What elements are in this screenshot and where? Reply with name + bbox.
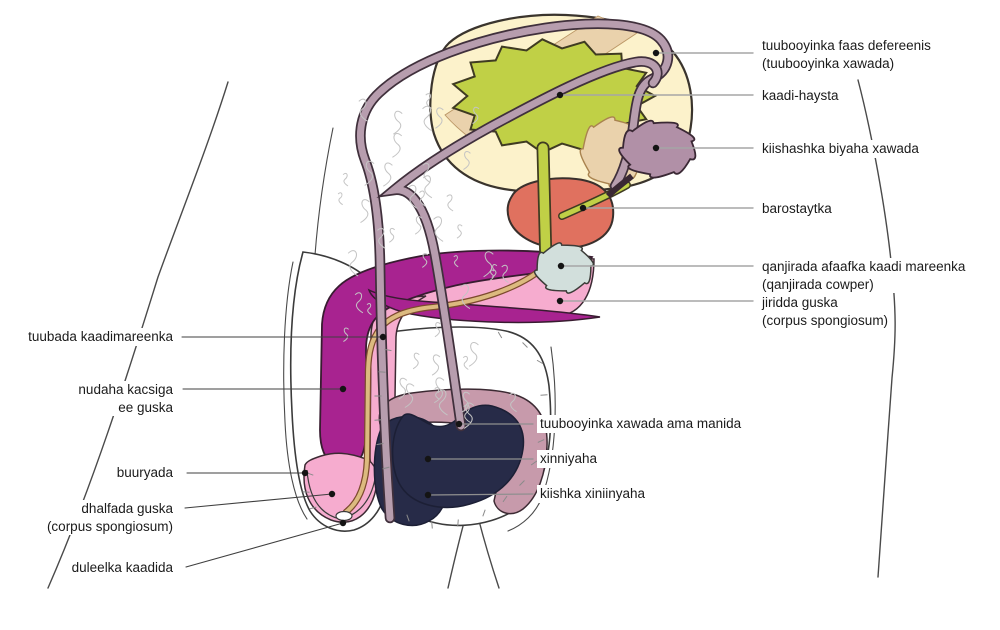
label-line: duleelka kaadida — [71, 560, 173, 575]
dot-testis — [424, 455, 432, 463]
label-line: (corpus spongiosum) — [762, 312, 889, 328]
dot-vas-deferens — [652, 49, 660, 57]
label-cowper: qanjirada afaafka kaadi mareenka (qanjir… — [759, 258, 969, 293]
label-seminal-vesicle: kiishashka biyaha xawada — [759, 140, 922, 158]
dot-seminal-vesicle — [652, 144, 660, 152]
leader-dots — [301, 49, 660, 527]
leader-urethral-opening — [185, 522, 344, 568]
label-urethra: tuubada kaadimareenka — [25, 328, 176, 346]
leader-glans — [184, 493, 333, 509]
cowper-gland — [533, 242, 595, 294]
shaft-outer-skin-line — [283, 261, 308, 520]
label-line: kiishka xiniinyaha — [540, 486, 646, 501]
label-line: (corpus spongiosum) — [46, 518, 173, 534]
label-line: nudaha kacsiga — [78, 382, 173, 397]
vas-deferens2-fill — [382, 58, 661, 430]
label-prostate: barostaytka — [759, 200, 835, 218]
leader-lines — [181, 52, 754, 568]
testis-right — [391, 404, 525, 509]
label-urethral-opening: duleelka kaadida — [68, 559, 176, 577]
label-testis: xinniyaha — [537, 450, 601, 468]
label-line: tuubooyinka xawada ama manida — [540, 416, 742, 431]
pubic-hair — [337, 93, 517, 429]
inner-thigh-right-line — [477, 516, 500, 589]
label-line: xinniyaha — [540, 451, 598, 466]
urethra-stem — [538, 143, 551, 269]
vas-deferens-fill — [356, 20, 672, 522]
dot-urethral-opening — [339, 519, 347, 527]
dot-prostate — [579, 204, 587, 212]
dot-scrotum — [424, 491, 432, 499]
label-line: tuubooyinka faas defereenis — [762, 38, 931, 53]
dot-foreskin — [301, 469, 309, 477]
skin-hatch-ticks — [302, 331, 549, 529]
cavernosum-lower-wedge — [367, 288, 601, 324]
urethral-opening — [335, 510, 353, 522]
label-line: dhalfada guska — [81, 501, 173, 516]
label-line: jiridda guska — [762, 295, 838, 310]
dot-urethra — [379, 333, 387, 341]
dot-cowper — [557, 262, 565, 270]
vas-deferens-tubes — [355, 18, 674, 524]
dot-bladder — [556, 91, 564, 99]
label-bladder: kaadi-haysta — [759, 87, 842, 105]
label-line: buuryada — [116, 465, 173, 480]
label-scrotum: kiishka xiniinyaha — [537, 485, 649, 503]
label-line: tuubada kaadimareenka — [28, 329, 173, 344]
label-glans: dhalfada guska (corpus spongiosum) — [43, 500, 176, 535]
dot-glans — [328, 490, 336, 498]
dot-erectile — [339, 385, 347, 393]
label-line: (qanjirada cowper) — [762, 276, 874, 292]
seminal-vesicle-neck — [605, 173, 634, 199]
label-sperm-duct: tuubooyinka xawada ama manida — [537, 415, 745, 433]
dot-sperm-duct — [455, 420, 463, 428]
dot-spongiosum-root — [556, 297, 564, 305]
label-line: barostaytka — [762, 201, 832, 216]
label-line: kiishashka biyaha xawada — [762, 141, 919, 156]
label-line: ee guska — [118, 399, 173, 415]
label-foreskin: buuryada — [113, 464, 176, 482]
label-spongiosum-root: jiridda guska (corpus spongiosum) — [759, 294, 892, 329]
label-line: kaadi-haysta — [762, 88, 839, 103]
label-line: qanjirada afaafka kaadi mareenka — [762, 259, 966, 274]
label-line: (tuubooyinka xawada) — [762, 55, 895, 71]
leader-scrotum — [427, 493, 534, 496]
label-erectile: nudaha kacsiga ee guska — [75, 381, 176, 416]
scrotum-outer-skin-line — [507, 346, 556, 532]
left-body-contour — [47, 81, 229, 589]
label-vas-deferens: tuubooyinka faas defereenis (tuubooyinka… — [759, 37, 934, 72]
